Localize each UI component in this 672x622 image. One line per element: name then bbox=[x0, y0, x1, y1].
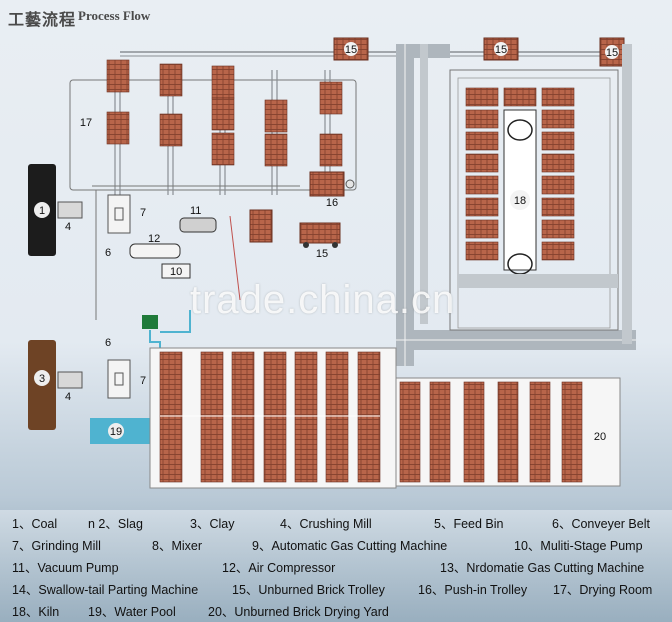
cutting-machine-bricks bbox=[249, 209, 273, 243]
legend-item: 4、Crushing Mill bbox=[280, 517, 372, 531]
title-chinese: 工藝流程 bbox=[8, 10, 77, 29]
trolley-15-top: 15 bbox=[333, 37, 369, 61]
grinding-mill-1 bbox=[107, 194, 131, 234]
legend-item: 5、Feed Bin bbox=[434, 517, 504, 531]
kiln-exit-gray bbox=[458, 274, 618, 288]
legend-item: 10、Muliti-Stage Pump bbox=[514, 539, 643, 553]
label-7a: 7 bbox=[140, 207, 146, 219]
aisle-connector bbox=[414, 44, 450, 58]
label-10: 10 bbox=[170, 266, 182, 278]
drying-room-bricks bbox=[106, 59, 343, 167]
label-6b: 6 bbox=[105, 337, 111, 349]
label-19: 19 bbox=[110, 426, 122, 438]
legend-item: 20、Unburned Brick Drying Yard bbox=[208, 605, 389, 619]
water-pool bbox=[90, 418, 160, 444]
title-english: Process Flow bbox=[78, 8, 151, 23]
drying-yard-bricks bbox=[399, 381, 583, 483]
crushing-mill-2 bbox=[57, 371, 83, 389]
legend-item: 7、Grinding Mill bbox=[12, 539, 101, 553]
legend-item: 18、Kiln bbox=[12, 605, 60, 619]
legend-item: 19、Water Pool bbox=[88, 605, 176, 619]
label-1: 1 bbox=[39, 205, 45, 217]
label-6a: 6 bbox=[105, 247, 111, 259]
label-18: 18 bbox=[514, 195, 526, 207]
legend-item: 12、Air Compressor bbox=[222, 561, 336, 575]
trolley-15-top-right: 15 bbox=[599, 37, 625, 67]
legend-item: 15、Unburned Brick Trolley bbox=[232, 583, 385, 597]
label-4a: 4 bbox=[65, 221, 71, 233]
legend-item: 16、Push-in Trolley bbox=[418, 583, 528, 597]
multi-stage-pump bbox=[161, 263, 191, 279]
label-16: 16 bbox=[326, 197, 338, 209]
process-flow-plan: 15 15 15 18 16 15 17 1 bbox=[28, 37, 636, 489]
legend-item: 17、Drying Room bbox=[553, 583, 653, 597]
legend-item: 13、Nrdomatie Gas Cutting Machine bbox=[440, 561, 645, 575]
trolley-15-mid bbox=[299, 222, 341, 244]
kiln-belt-top bbox=[420, 44, 428, 324]
legend-item: 9、Automatic Gas Cutting Machine bbox=[252, 539, 448, 553]
label-15c: 15 bbox=[606, 47, 618, 59]
label-15d: 15 bbox=[316, 248, 328, 260]
legend: 1、Coal n 2、Slag 3、Clay 4、Crushing Mill 5… bbox=[0, 510, 672, 622]
kiln-bricks bbox=[465, 87, 575, 261]
legend-item: 11、Vacuum Pump bbox=[12, 561, 119, 575]
label-20: 20 bbox=[594, 431, 606, 443]
mixer bbox=[142, 315, 158, 329]
crushing-mill-1 bbox=[57, 201, 83, 219]
label-17: 17 bbox=[80, 117, 92, 129]
push-in-trolley bbox=[309, 171, 345, 197]
legend-item: 3、Clay bbox=[190, 517, 235, 531]
label-15b: 15 bbox=[495, 44, 507, 56]
legend-item: 14、Swallow-tail Parting Machine bbox=[12, 583, 199, 597]
label-4b: 4 bbox=[65, 391, 71, 403]
kiln-inner bbox=[457, 77, 611, 329]
kiln-track-right bbox=[622, 44, 632, 344]
vacuum-pump bbox=[179, 217, 217, 233]
air-compressor bbox=[129, 243, 181, 259]
trolley-15-top-mid: 15 bbox=[483, 37, 519, 61]
grinding-mill-2 bbox=[107, 359, 131, 399]
label-7b: 7 bbox=[140, 375, 146, 387]
legend-item: n 2、Slag bbox=[88, 517, 143, 531]
legend-item: 1、Coal bbox=[12, 517, 58, 531]
kiln-outer bbox=[449, 69, 619, 331]
label-11: 11 bbox=[190, 205, 201, 217]
legend-item: 8、Mixer bbox=[152, 539, 203, 553]
label-15a: 15 bbox=[345, 44, 357, 56]
legend-item: 6、Conveyer Belt bbox=[552, 517, 650, 531]
watermark: trade.china.cn bbox=[190, 278, 456, 322]
label-3: 3 bbox=[39, 373, 45, 385]
label-12: 12 bbox=[148, 233, 160, 245]
curing-area-bricks bbox=[159, 351, 381, 483]
